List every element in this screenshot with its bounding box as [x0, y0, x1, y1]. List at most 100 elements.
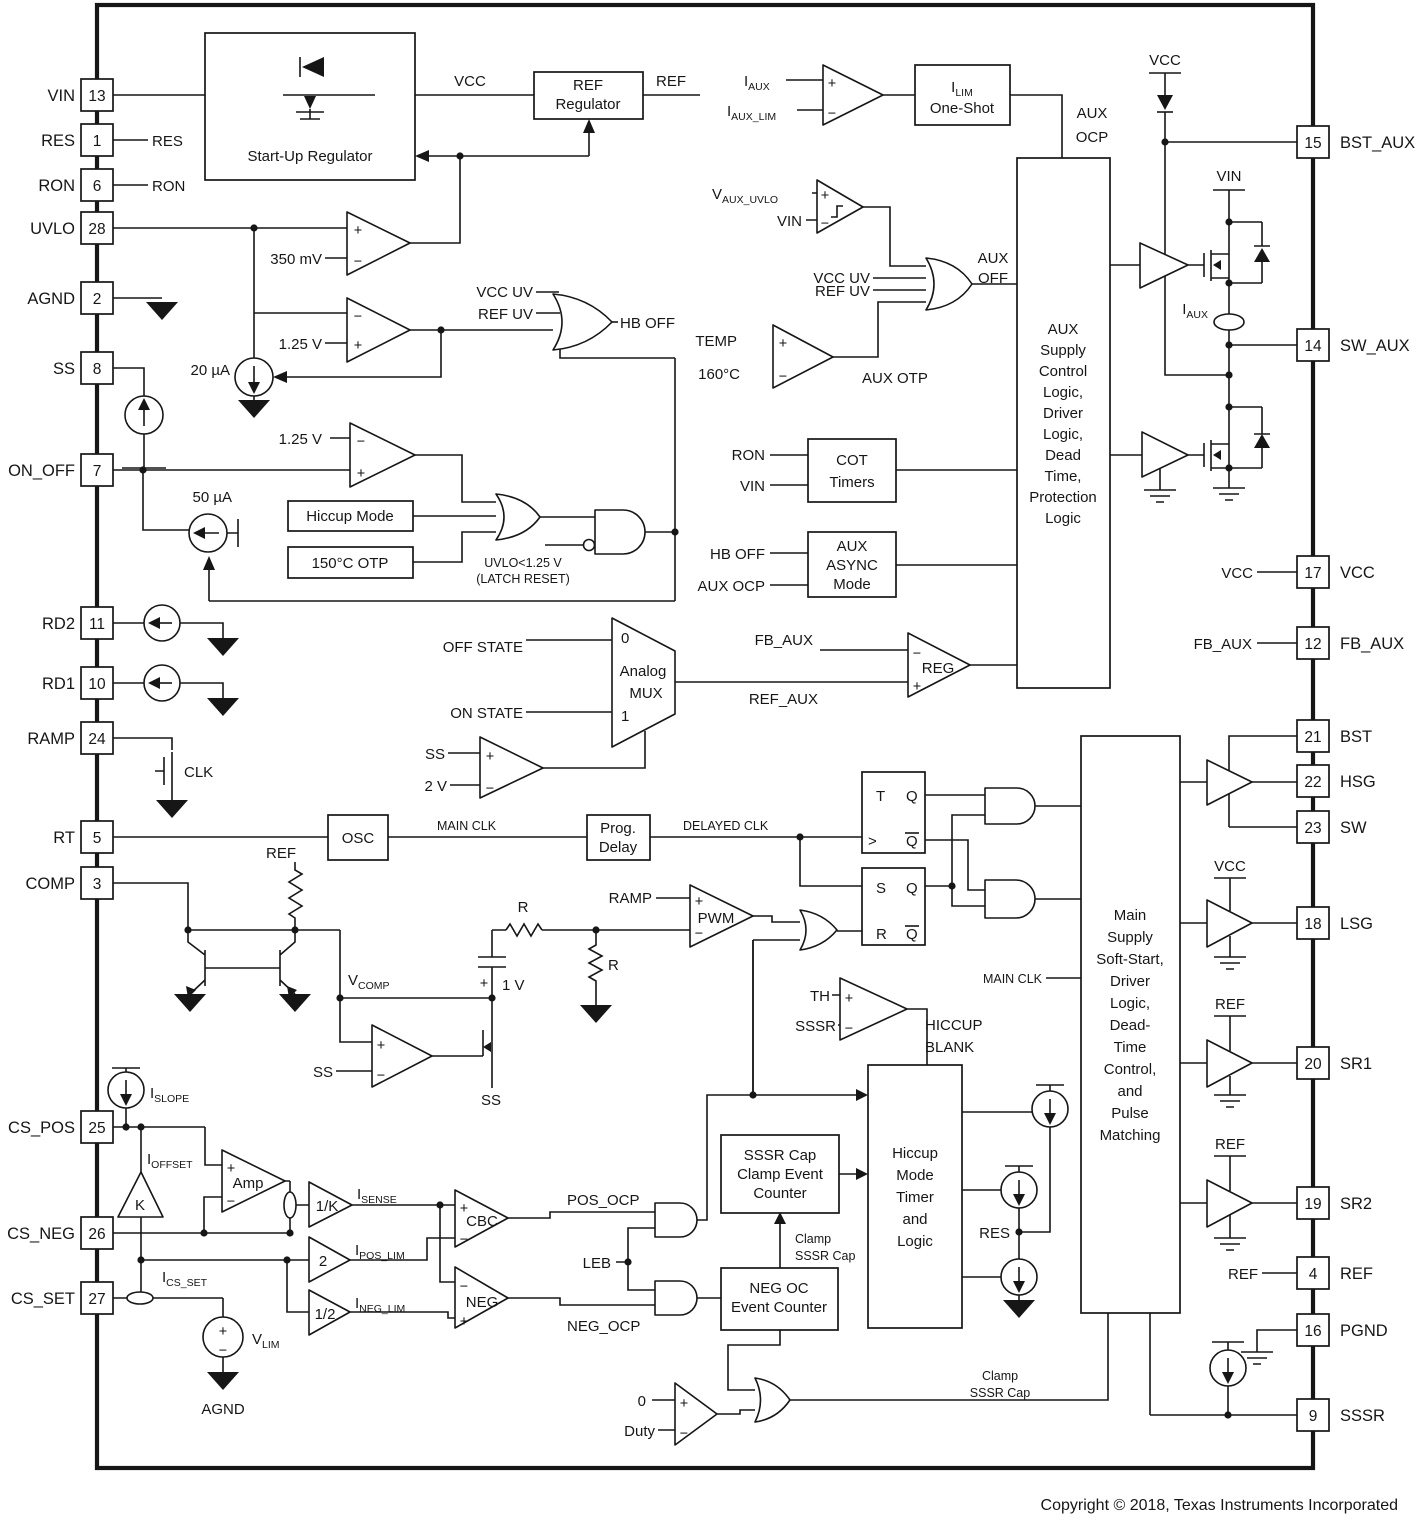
- svg-text:−: −: [460, 1232, 468, 1248]
- svg-text:Matching: Matching: [1100, 1127, 1161, 1144]
- svg-text:SSSR: SSSR: [1340, 1407, 1385, 1425]
- svg-text:VCOMP: VCOMP: [348, 972, 390, 992]
- svg-text:AUX: AUX: [837, 538, 868, 555]
- block-cot-timers: COT Timers: [807, 438, 897, 503]
- svg-text:VIN: VIN: [740, 478, 765, 495]
- pin-ron: 6 RON: [38, 168, 114, 202]
- block-aux-supply-control: AUX Supply Control Logic, Driver Logic, …: [1016, 157, 1111, 689]
- svg-text:50 µA: 50 µA: [193, 489, 233, 506]
- svg-text:1/K: 1/K: [316, 1198, 339, 1215]
- block-hiccup-mode: Hiccup Mode: [287, 500, 414, 532]
- svg-text:REF UV: REF UV: [478, 306, 533, 323]
- svg-text:5: 5: [93, 830, 102, 847]
- svg-text:FB_AUX: FB_AUX: [1194, 636, 1252, 653]
- svg-text:R: R: [608, 957, 619, 974]
- svg-text:26: 26: [88, 1226, 105, 1243]
- block-150c-otp: 150°C OTP: [287, 546, 414, 579]
- pin-cs-neg: 26 CS_NEG: [7, 1216, 114, 1250]
- ground-symbols: [146, 302, 1273, 1390]
- svg-text:BLANK: BLANK: [925, 1039, 974, 1056]
- svg-text:18: 18: [1304, 916, 1321, 933]
- svg-text:SS: SS: [481, 1092, 501, 1109]
- svg-text:VCC: VCC: [1214, 858, 1246, 875]
- svg-text:HICCUP: HICCUP: [925, 1017, 983, 1034]
- svg-text:VCC: VCC: [1149, 52, 1181, 69]
- block-sssr-cap-clamp-counter: SSSR Cap Clamp Event Counter: [720, 1134, 840, 1214]
- svg-text:REF: REF: [1215, 1136, 1245, 1153]
- block-hiccup-timer-logic: Hiccup Mode Timer and Logic: [867, 1064, 963, 1329]
- svg-text:VLIM: VLIM: [252, 1331, 280, 1351]
- svg-text:12: 12: [1304, 636, 1321, 653]
- svg-text:RON: RON: [152, 178, 185, 195]
- svg-text:VAUX_UVLO: VAUX_UVLO: [712, 186, 778, 206]
- svg-text:Mode: Mode: [833, 576, 871, 593]
- svg-text:VIN: VIN: [1216, 168, 1241, 185]
- svg-text:PGND: PGND: [1340, 1322, 1388, 1340]
- svg-text:R: R: [518, 899, 529, 916]
- svg-text:>: >: [868, 833, 877, 850]
- svg-text:OCP: OCP: [1076, 129, 1109, 146]
- svg-text:RD1: RD1: [42, 675, 75, 693]
- block-aux-async-mode: AUX ASYNC Mode: [807, 531, 897, 598]
- svg-text:3: 3: [93, 876, 102, 893]
- flip-flop-sr: S Q R Q: [861, 867, 926, 946]
- svg-text:+: +: [845, 991, 853, 1007]
- svg-text:FB_AUX: FB_AUX: [755, 632, 813, 649]
- svg-text:REG: REG: [922, 660, 955, 677]
- svg-text:RON: RON: [38, 177, 75, 195]
- svg-text:SSSR Cap: SSSR Cap: [744, 1147, 817, 1164]
- svg-text:RT: RT: [53, 829, 75, 847]
- svg-text:Q: Q: [906, 788, 918, 805]
- svg-text:OFF STATE: OFF STATE: [443, 639, 523, 656]
- svg-text:+: +: [680, 1396, 688, 1412]
- svg-text:20 µA: 20 µA: [191, 362, 231, 379]
- comparator-marks: + − − + − + + − + − + − − REG + + − + PW…: [135, 76, 954, 1442]
- svg-text:Regulator: Regulator: [555, 96, 620, 113]
- block-neg-oc-counter: NEG OC Event Counter: [720, 1267, 839, 1331]
- svg-text:1.25 V: 1.25 V: [279, 431, 322, 448]
- svg-text:AUX OTP: AUX OTP: [862, 370, 928, 387]
- svg-text:6: 6: [93, 178, 102, 195]
- svg-text:1.25 V: 1.25 V: [279, 336, 322, 353]
- svg-text:RAMP: RAMP: [27, 730, 75, 748]
- svg-text:27: 27: [88, 1291, 105, 1308]
- svg-text:RES: RES: [979, 1225, 1010, 1242]
- svg-text:REF_AUX: REF_AUX: [749, 691, 818, 708]
- diodes: [1157, 95, 1270, 448]
- svg-text:160°C: 160°C: [698, 366, 740, 383]
- svg-text:NEG OC: NEG OC: [749, 1280, 808, 1297]
- svg-text:AGND: AGND: [201, 1401, 245, 1418]
- svg-text:−: −: [779, 369, 787, 385]
- svg-text:CS_NEG: CS_NEG: [7, 1225, 75, 1243]
- svg-text:11: 11: [89, 616, 105, 633]
- svg-text:ON_OFF: ON_OFF: [8, 462, 75, 480]
- svg-text:VCC: VCC: [1340, 564, 1375, 582]
- svg-text:Hiccup: Hiccup: [892, 1145, 938, 1162]
- svg-text:REF: REF: [573, 77, 603, 94]
- svg-text:ILIM: ILIM: [951, 79, 973, 99]
- svg-text:14: 14: [1304, 338, 1322, 355]
- svg-text:(LATCH RESET): (LATCH RESET): [476, 572, 570, 586]
- svg-text:+: +: [219, 1324, 227, 1340]
- svg-text:2: 2: [319, 1253, 327, 1270]
- svg-text:HB OFF: HB OFF: [620, 315, 675, 332]
- svg-text:Supply: Supply: [1040, 342, 1086, 359]
- svg-text:T: T: [876, 788, 885, 805]
- svg-text:RES: RES: [152, 133, 183, 150]
- svg-text:2 V: 2 V: [424, 778, 447, 795]
